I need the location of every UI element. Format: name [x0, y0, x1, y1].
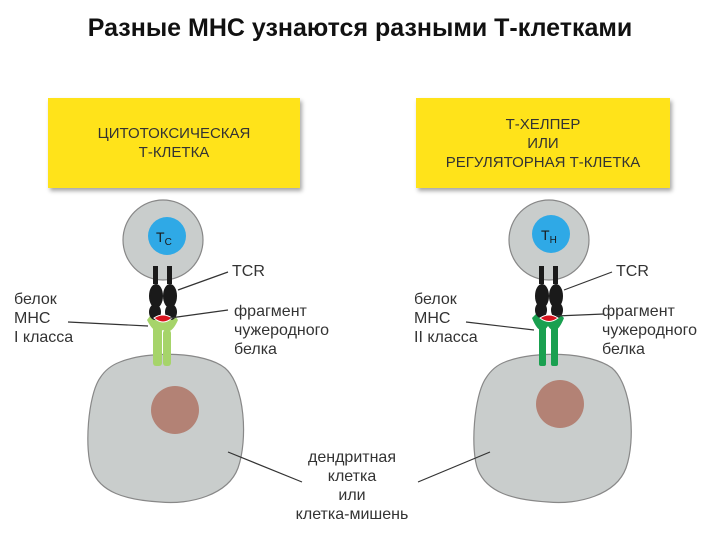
- antigen-fragment-right: [539, 314, 559, 322]
- target-line: или: [338, 487, 366, 504]
- tcr-label-left: TCR: [232, 263, 265, 280]
- page-title: Разные МНС узнаются разными Т-клетками: [87, 14, 633, 42]
- mhc-line: I класса: [14, 329, 74, 346]
- box-line: Т-ХЕЛПЕР: [505, 115, 581, 133]
- mhc-line: белок: [414, 291, 457, 308]
- fragment-line: фрагмент: [602, 303, 675, 320]
- mhc-label-right: белок МНС II класса: [414, 290, 478, 347]
- helper-t-cell-box: Т-ХЕЛПЕР ИЛИ РЕГУЛЯТОРНАЯ Т-КЛЕТКА: [416, 98, 670, 188]
- fragment-label-left: фрагмент чужеродного белка: [234, 302, 329, 359]
- tcr-left: [149, 266, 177, 320]
- target-cell-label: дендритная клетка или клетка-мишень: [282, 448, 422, 524]
- target-nucleus-right: [536, 380, 584, 428]
- target-nucleus-left: [151, 386, 199, 434]
- mhc-line: МНС: [14, 310, 51, 327]
- mhc-line: II класса: [414, 329, 478, 346]
- box-line: ЦИТОТОКСИЧЕСКАЯ: [97, 125, 251, 142]
- fragment-line: чужеродного: [234, 322, 330, 339]
- fragment-line: чужеродного: [602, 322, 698, 339]
- tcr-right: [535, 266, 563, 318]
- mhc-line: МНС: [414, 310, 451, 327]
- mhc-label-left: белок МНС I класса: [14, 290, 73, 347]
- box-line: ИЛИ: [527, 134, 559, 152]
- mhc-line: белок: [14, 291, 57, 308]
- box-line: Т-КЛЕТКА: [138, 144, 210, 161]
- fragment-line: фрагмент: [234, 303, 307, 320]
- box-line: РЕГУЛЯТОРНАЯ Т-КЛЕТКА: [445, 153, 641, 171]
- fragment-label-right: фрагмент чужеродного белка: [602, 302, 697, 359]
- cytotoxic-t-cell-box: ЦИТОТОКСИЧЕСКАЯ Т-КЛЕТКА: [48, 98, 300, 188]
- target-cell-right: [473, 353, 632, 504]
- t-nucleus-right: [532, 215, 570, 253]
- fragment-line: белка: [602, 341, 645, 358]
- target-line: клетка: [327, 468, 377, 485]
- target-line: клетка-мишень: [295, 506, 409, 523]
- fragment-line: белка: [234, 341, 277, 358]
- tcr-label-right: TCR: [616, 263, 649, 280]
- t-nucleus-left: [148, 217, 186, 255]
- target-line: дендритная: [308, 449, 396, 466]
- mhc-class-i: [147, 316, 178, 366]
